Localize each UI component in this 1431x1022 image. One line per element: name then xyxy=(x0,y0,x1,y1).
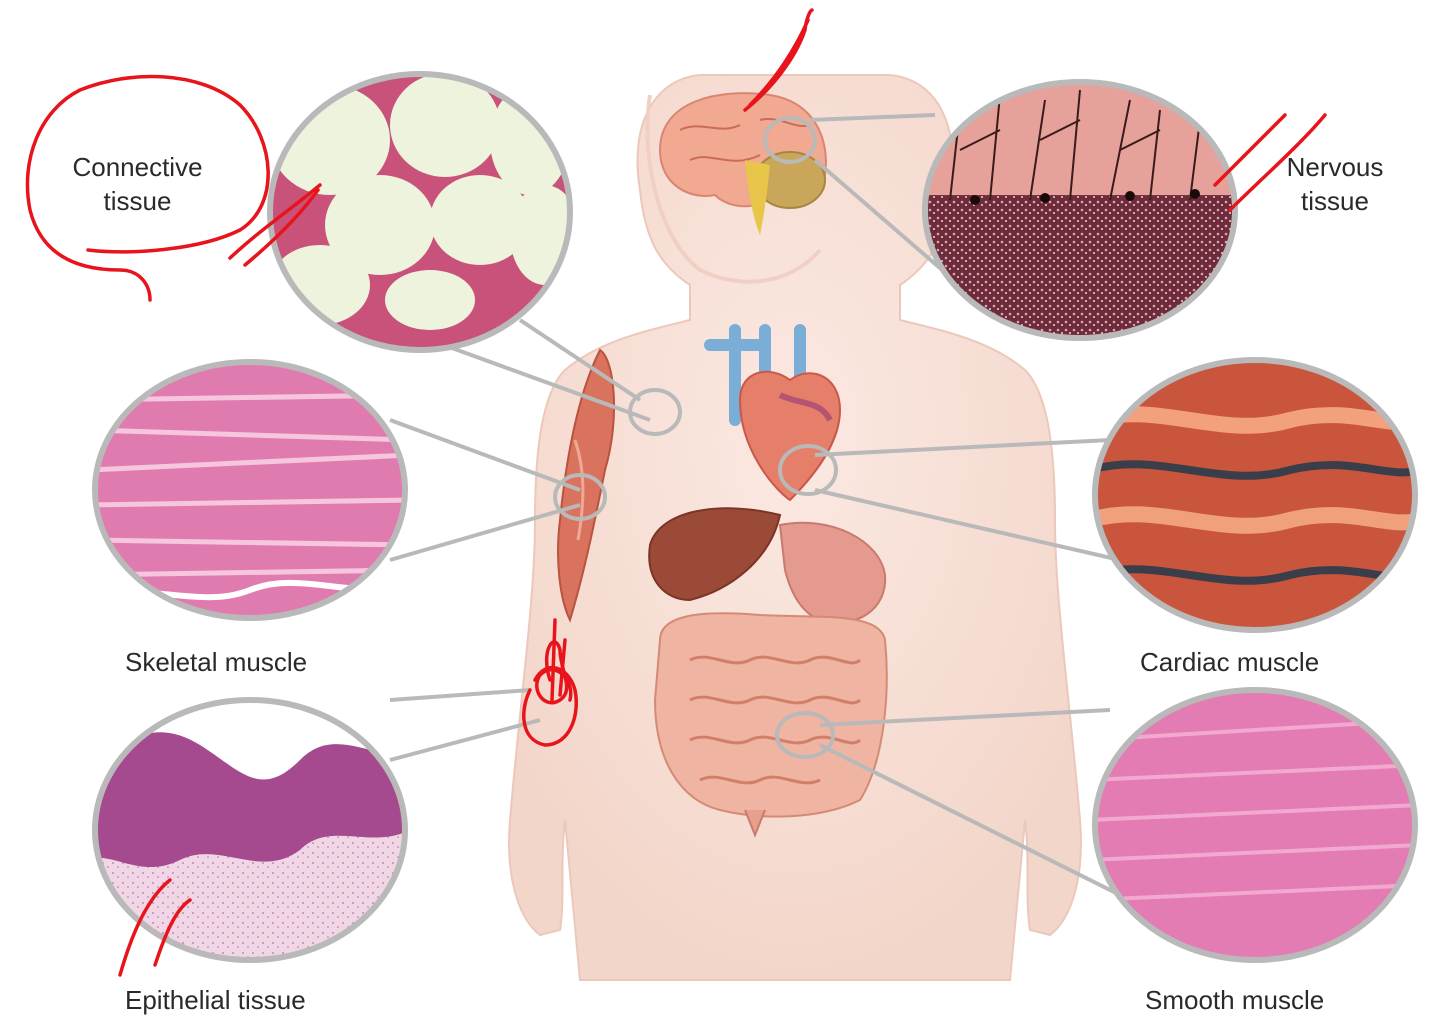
skeletal-muscle-image xyxy=(90,360,410,620)
label-smooth-muscle: Smooth muscle xyxy=(1145,983,1324,1017)
label-skeletal-muscle: Skeletal muscle xyxy=(125,645,307,679)
label-epithelial-tissue: Epithelial tissue xyxy=(125,983,306,1017)
nervous-tissue-image xyxy=(920,80,1240,345)
connective-tissue-image xyxy=(260,70,580,360)
smooth-muscle-image xyxy=(1090,690,1420,965)
label-connective-tissue: Connective tissue xyxy=(40,150,235,218)
label-cardiac-muscle: Cardiac muscle xyxy=(1140,645,1319,679)
label-nervous-tissue: Nervous tissue xyxy=(1245,150,1425,218)
cardiac-muscle-image xyxy=(1090,360,1420,635)
